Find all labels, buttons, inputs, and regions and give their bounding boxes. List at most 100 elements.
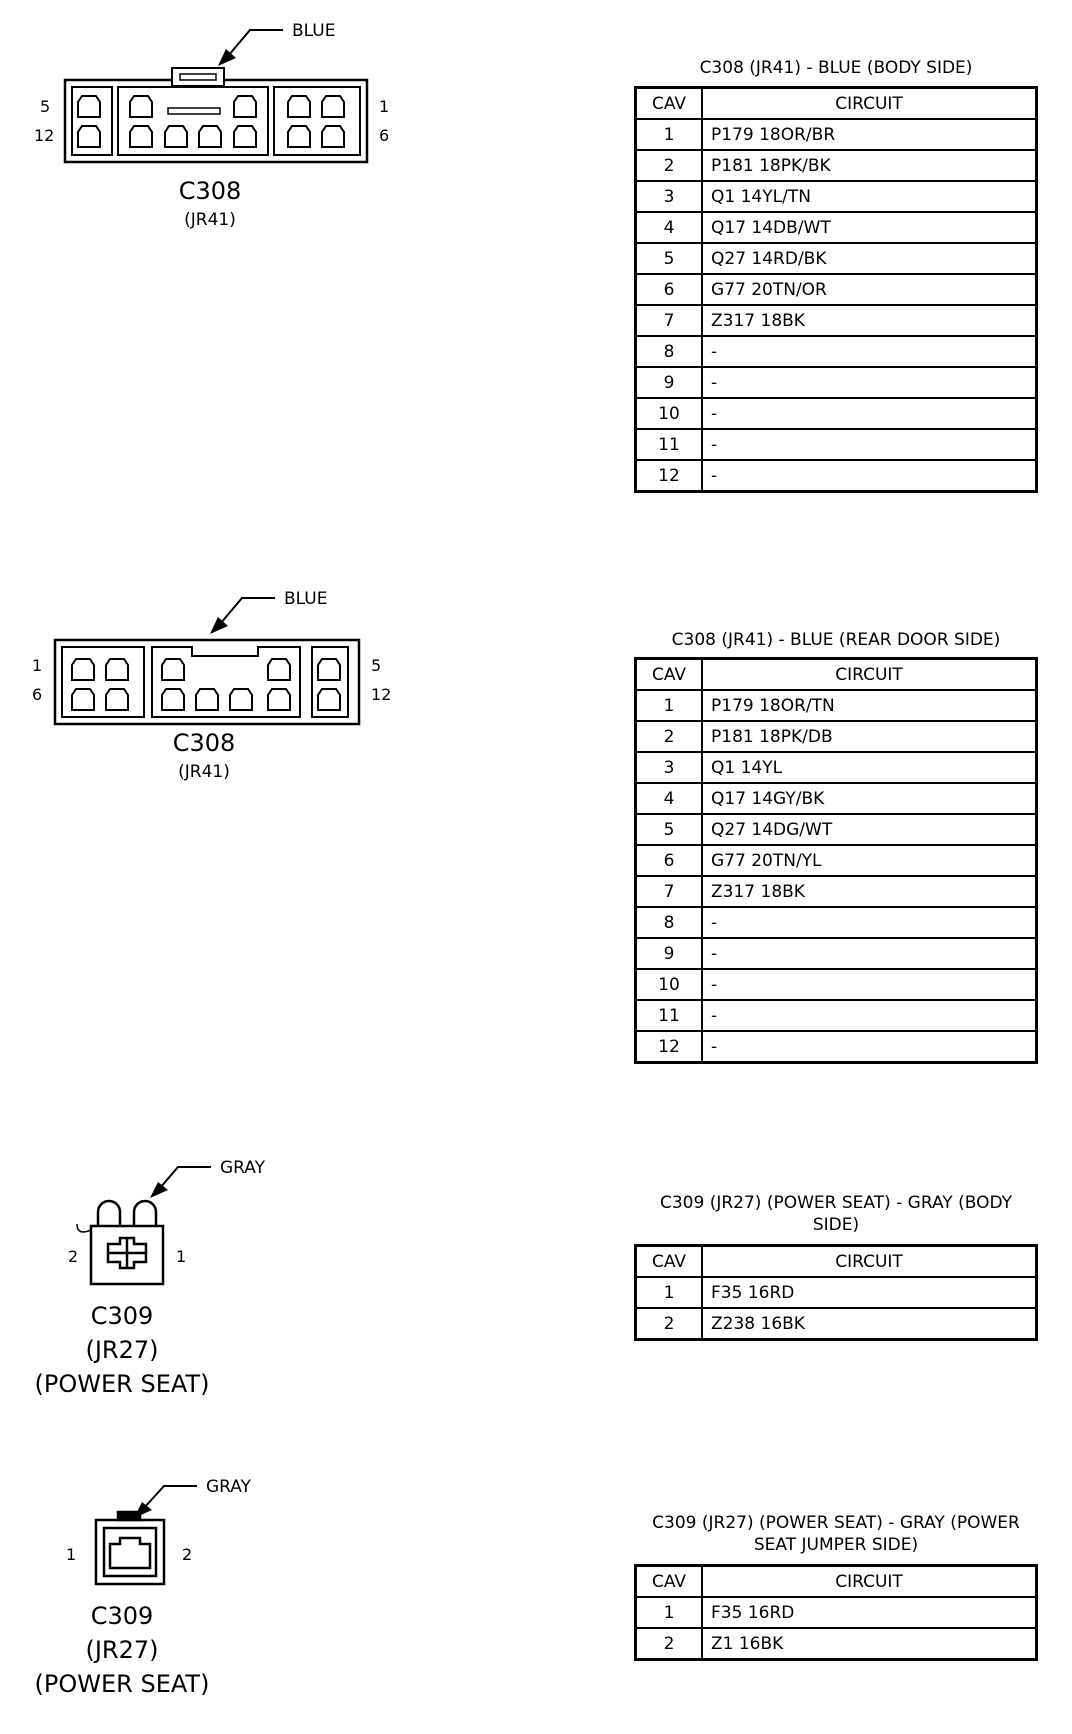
cav-cell: 11 bbox=[634, 999, 703, 1032]
header-cav: CAV bbox=[634, 657, 703, 691]
table-row: 10- bbox=[634, 968, 1038, 1001]
color-label: BLUE bbox=[284, 589, 327, 609]
table-row: 9- bbox=[634, 937, 1038, 970]
circuit-cell: Q1 14YL/TN bbox=[701, 180, 1038, 213]
circuit-cell: P179 18OR/BR bbox=[701, 118, 1038, 151]
table-row: 12- bbox=[634, 459, 1038, 493]
connector-diagram-c308-rear-door: BLUE 1 6 5 12 C308 (JR41) bbox=[32, 589, 391, 782]
table-title: C309 (JR27) (POWER SEAT) - GRAY (BODY SI… bbox=[660, 1193, 1012, 1235]
cav-cell: 3 bbox=[634, 180, 703, 213]
connector-section-c308-body: BLUE 5 12 1 6 C308 (JR4 bbox=[0, 0, 1072, 540]
pin-label: 1 bbox=[32, 656, 42, 675]
pin-label: 12 bbox=[371, 685, 391, 704]
color-label: GRAY bbox=[220, 1158, 266, 1178]
header-circuit: CIRCUIT bbox=[701, 657, 1038, 691]
connector-code: (JR27) bbox=[85, 1636, 158, 1664]
cav-cell: 8 bbox=[634, 906, 703, 939]
pin-label: 1 bbox=[379, 97, 389, 116]
pin-label: 6 bbox=[32, 685, 42, 704]
pin-label: 1 bbox=[176, 1247, 186, 1266]
table-row: 8- bbox=[634, 906, 1038, 939]
header-circuit: CIRCUIT bbox=[701, 86, 1038, 120]
connector-code: (JR41) bbox=[178, 762, 230, 782]
circuit-cell: - bbox=[701, 999, 1038, 1032]
circuit-cell: - bbox=[701, 1030, 1038, 1064]
color-label: BLUE bbox=[292, 21, 335, 41]
circuit-cell: Q27 14RD/BK bbox=[701, 242, 1038, 275]
cav-cell: 1 bbox=[634, 689, 703, 722]
cav-cell: 1 bbox=[634, 1276, 703, 1309]
circuit-cell: Q27 14DG/WT bbox=[701, 813, 1038, 846]
table-row: 8- bbox=[634, 335, 1038, 368]
cav-cell: 11 bbox=[634, 428, 703, 461]
circuit-cell: - bbox=[701, 335, 1038, 368]
header-cav: CAV bbox=[634, 1564, 703, 1598]
cav-cell: 8 bbox=[634, 335, 703, 368]
circuit-cell: G77 20TN/OR bbox=[701, 273, 1038, 306]
pin-label: 2 bbox=[182, 1545, 192, 1564]
circuit-cell: - bbox=[701, 937, 1038, 970]
header-circuit: CIRCUIT bbox=[701, 1564, 1038, 1598]
table-row: 10- bbox=[634, 397, 1038, 430]
table-title: C309 (JR27) (POWER SEAT) - GRAY (POWER S… bbox=[652, 1513, 1020, 1555]
circuit-cell: - bbox=[701, 366, 1038, 399]
circuit-cell: - bbox=[701, 968, 1038, 1001]
table-row: 9- bbox=[634, 366, 1038, 399]
circuit-cell: Z238 16BK bbox=[701, 1307, 1038, 1341]
connector-code: (JR27) bbox=[85, 1336, 158, 1364]
connector-section-c308-rear-door: BLUE 1 6 5 12 C308 (JR41) C308 (JR41) - … bbox=[0, 568, 1072, 1108]
pin-label: 5 bbox=[371, 656, 381, 675]
circuit-cell: Q17 14DB/WT bbox=[701, 211, 1038, 244]
header-cav: CAV bbox=[634, 1244, 703, 1278]
cav-cell: 10 bbox=[634, 397, 703, 430]
connector-name: C308 bbox=[173, 729, 236, 757]
circuit-cell: G77 20TN/YL bbox=[701, 844, 1038, 877]
cav-cell: 12 bbox=[634, 1030, 703, 1064]
table-row: 11- bbox=[634, 999, 1038, 1032]
cav-cell: 4 bbox=[634, 211, 703, 244]
header-circuit: CIRCUIT bbox=[701, 1244, 1038, 1278]
table-title: C308 (JR41) - BLUE (REAR DOOR SIDE) bbox=[671, 630, 1001, 650]
cav-cell: 5 bbox=[634, 813, 703, 846]
connector-name: C309 bbox=[91, 1602, 154, 1630]
cav-cell: 1 bbox=[634, 1596, 703, 1629]
circuit-cell: - bbox=[701, 397, 1038, 430]
circuit-cell: F35 16RD bbox=[701, 1596, 1038, 1629]
circuit-cell: F35 16RD bbox=[701, 1276, 1038, 1309]
connector-name: C308 bbox=[179, 177, 242, 205]
cav-cell: 9 bbox=[634, 937, 703, 970]
circuit-cell: Z317 18BK bbox=[701, 304, 1038, 337]
connector-diagram-c308-body: BLUE 5 12 1 6 C308 (JR4 bbox=[34, 21, 389, 230]
connector-section-c309-body: GRAY 2 1 C309 (JR27) (POWER SEAT) C309 (… bbox=[0, 1140, 1072, 1430]
circuit-cell: Q17 14GY/BK bbox=[701, 782, 1038, 815]
pin-label: 6 bbox=[379, 126, 389, 145]
color-label: GRAY bbox=[206, 1477, 252, 1497]
cav-cell: 5 bbox=[634, 242, 703, 275]
cav-cell: 7 bbox=[634, 304, 703, 337]
cav-cell: 3 bbox=[634, 751, 703, 784]
circuit-cell: P179 18OR/TN bbox=[701, 689, 1038, 722]
connector-code: (JR41) bbox=[184, 210, 236, 230]
cav-cell: 6 bbox=[634, 844, 703, 877]
cav-cell: 1 bbox=[634, 118, 703, 151]
cav-cell: 9 bbox=[634, 366, 703, 399]
table-header-row: CAV CIRCUIT bbox=[634, 657, 1038, 691]
